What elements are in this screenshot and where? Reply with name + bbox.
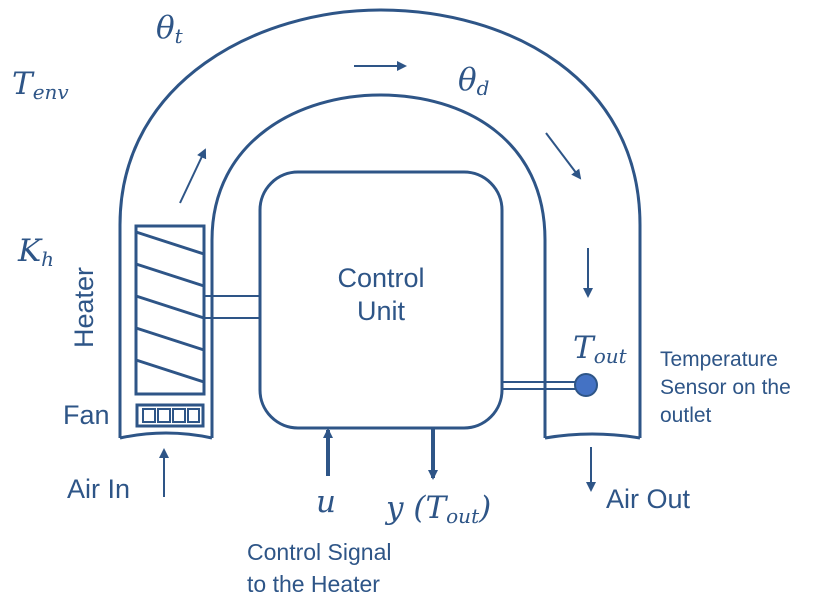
control-signal-label: Control Signal to the Heater <box>247 539 392 597</box>
air-out-label: Air Out <box>606 484 691 514</box>
temperature-sensor <box>574 373 598 397</box>
heater-block <box>134 224 206 396</box>
u-label: u <box>316 484 336 520</box>
airflow-arrow-diagonal <box>545 132 582 180</box>
fan-label: Fan <box>63 400 110 430</box>
inlet-opening <box>119 431 213 440</box>
y-t-out-label: y (Tout) <box>386 490 492 528</box>
theta-d-label: θd <box>458 62 490 100</box>
k-h-label: Kh <box>18 233 55 271</box>
outer-duct-wall <box>118 8 642 438</box>
sensor-label: Temperature Sensor on the outlet <box>660 348 791 427</box>
fan-block <box>135 403 205 428</box>
airflow-arrow-up <box>179 148 207 204</box>
inner-duct-wall <box>210 93 547 438</box>
control-unit-box <box>258 170 504 430</box>
theta-t-label: θt <box>156 10 183 48</box>
outlet-opening <box>544 432 641 440</box>
t-env-label: Tenv <box>12 66 69 104</box>
heater-label: Heater <box>69 266 100 349</box>
t-out-label: Tout <box>573 330 627 368</box>
air-in-label: Air In <box>67 474 131 504</box>
control-unit-label: Control Unit <box>337 263 425 326</box>
